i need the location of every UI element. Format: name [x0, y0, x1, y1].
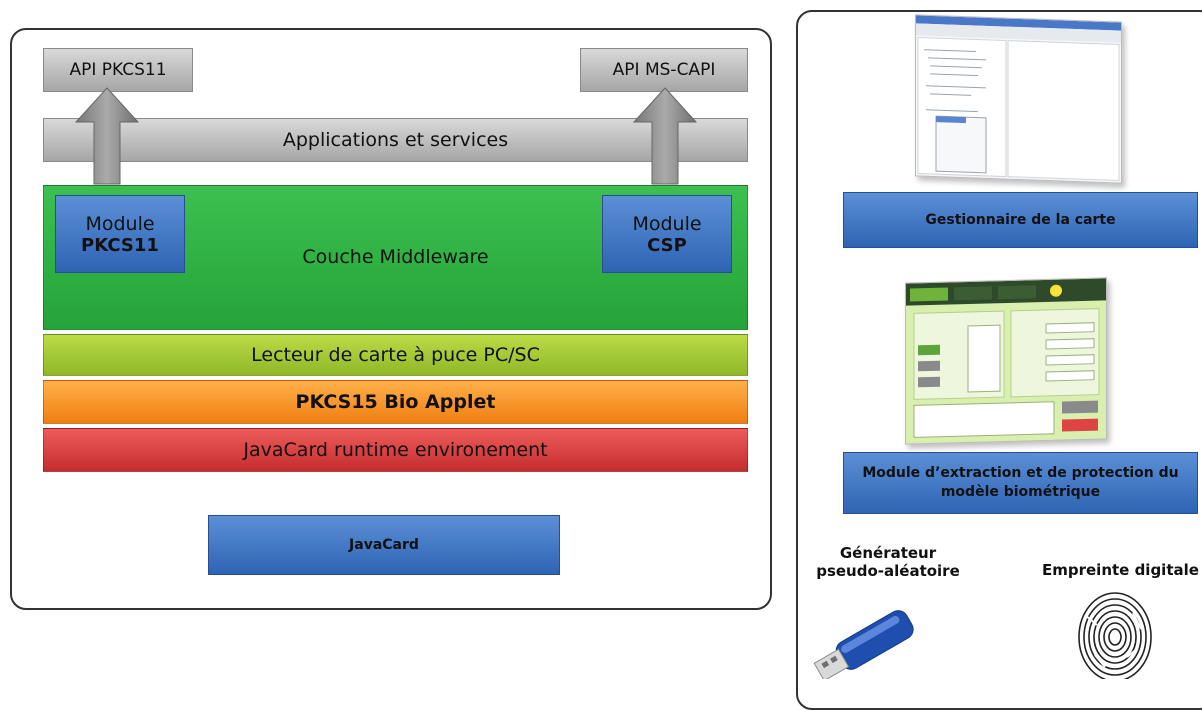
- module-csp-box: Module CSP: [602, 195, 732, 273]
- module-csp-line2: CSP: [647, 234, 687, 256]
- extraction-module-screenshot: [905, 277, 1107, 445]
- generator-caption: Générateur pseudo-aléatoire: [808, 544, 968, 580]
- module-pkcs11-line1: Module: [85, 212, 155, 235]
- arrow-csp-up-icon: [632, 87, 698, 185]
- module-pkcs11-box: Module PKCS11: [55, 195, 185, 273]
- javacard-box: JavaCard: [208, 515, 560, 575]
- module-pkcs11-line2: PKCS11: [81, 234, 159, 256]
- module-csp-line1: Module: [632, 212, 702, 235]
- applications-services-bar: Applications et services: [43, 118, 748, 162]
- card-manager-box: Gestionnaire de la carte: [843, 192, 1198, 248]
- api-pkcs11-box: API PKCS11: [43, 48, 193, 92]
- extraction-window-icon: [906, 278, 1106, 438]
- javacard-runtime-layer: JavaCard runtime environement: [43, 428, 748, 472]
- generator-caption-line1: Générateur: [839, 544, 937, 562]
- card-reader-layer: Lecteur de carte à puce PC/SC: [43, 334, 748, 376]
- api-mscapi-box: API MS-CAPI: [580, 48, 748, 92]
- card-manager-screenshot: [915, 14, 1122, 184]
- extraction-module-box: Module d’extraction et de protection du …: [843, 452, 1198, 514]
- fingerprint-icon: [1078, 592, 1152, 679]
- generator-caption-line2: pseudo-aléatoire: [816, 562, 960, 580]
- usb-key-icon: [813, 610, 914, 679]
- arrow-pkcs11-up-icon: [74, 87, 140, 185]
- card-manager-window-icon: [916, 15, 1121, 182]
- pkcs15-applet-layer: PKCS15 Bio Applet: [43, 380, 748, 424]
- middleware-label: Couche Middleware: [302, 246, 489, 268]
- fingerprint-caption: Empreinte digitale: [1042, 561, 1199, 579]
